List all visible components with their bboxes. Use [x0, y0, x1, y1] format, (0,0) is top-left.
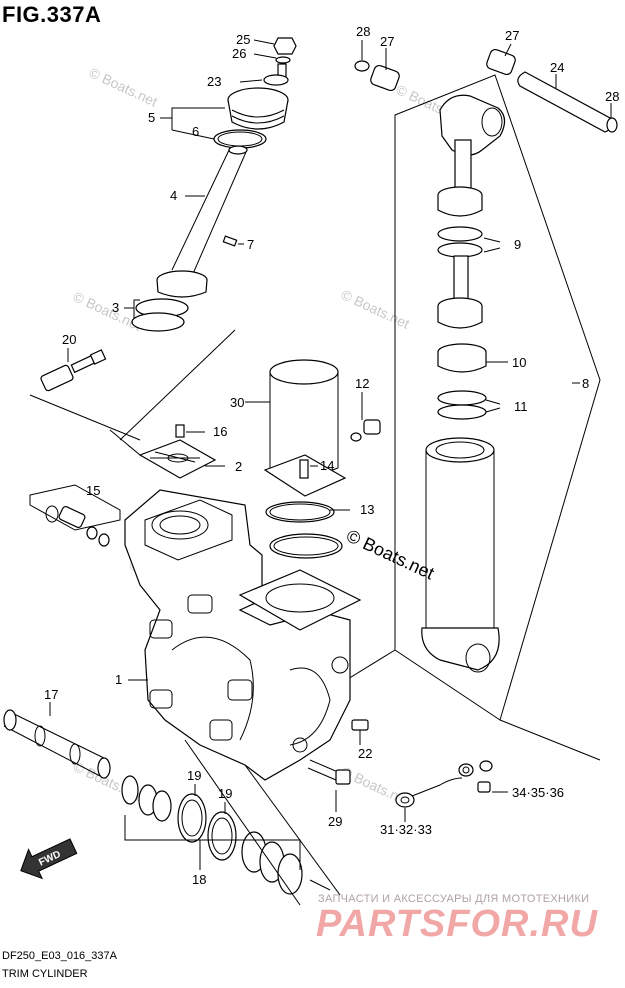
callout-18: 18: [192, 872, 206, 887]
cylinder-cap: [160, 87, 289, 149]
callout-16: 16: [213, 424, 227, 439]
watermark-large: © Boats.net: [343, 525, 437, 583]
figure-title: FIG.337A: [2, 2, 102, 27]
cylinder-assembly-8: [354, 40, 618, 673]
callout-26: 26: [232, 46, 246, 61]
callout-27a: 27: [380, 34, 394, 49]
callout-24: 24: [550, 60, 564, 75]
plug-12: [350, 392, 381, 442]
ring-set-18-19: [121, 775, 331, 895]
callout-20: 20: [62, 332, 76, 347]
main-housing: [124, 489, 351, 781]
logo-subtitle: ЗАПЧАСТИ И АКСЕССУАРЫ ДЛЯ МОТОТЕХНИКИ: [318, 893, 590, 905]
callout-28a: 28: [356, 24, 370, 39]
callout-19a: 19: [187, 768, 201, 783]
callout-28b: 28: [605, 89, 619, 104]
bolt-22: [351, 719, 369, 745]
callout-2: 2: [235, 459, 242, 474]
callout-5: 5: [148, 110, 155, 125]
callout-6: 6: [192, 124, 199, 139]
watermark: © Boats.net: [71, 288, 144, 334]
callout-34-35-36: 34·35·36: [512, 785, 564, 800]
callout-3: 3: [112, 300, 119, 315]
watermark: © Boats.net: [339, 286, 412, 332]
callout-11: 11: [514, 399, 528, 414]
assembly-outline: [394, 74, 601, 721]
callout-9: 9: [514, 237, 521, 252]
plate-part-2: [109, 329, 236, 479]
bolt-29: [307, 759, 351, 812]
callout-31-32-33: 31·32·33: [380, 822, 432, 837]
diagram-name: TRIM CYLINDER: [2, 968, 88, 980]
callout-12: 12: [355, 376, 369, 391]
callout-10: 10: [512, 355, 526, 370]
callout-13: 13: [360, 502, 374, 517]
callout-14: 14: [320, 458, 334, 473]
callout-23: 23: [207, 74, 221, 89]
diagram-code: DF250_E03_016_337A: [2, 950, 117, 962]
callout-29: 29: [328, 814, 342, 829]
part-15-fitting: [29, 484, 121, 547]
callout-30: 30: [230, 395, 244, 410]
callout-25: 25: [236, 32, 250, 47]
callout-17: 17: [44, 687, 58, 702]
callout-7: 7: [247, 237, 254, 252]
callout-8: 8: [582, 376, 589, 391]
shaft-17: [3, 702, 111, 779]
callout-labels: 25 26 23 5 6 4 7 3 20 16 2 15 1 17 19 19…: [44, 24, 619, 887]
fwd-arrow: FWD: [20, 838, 78, 880]
callout-4: 4: [170, 188, 177, 203]
callout-1: 1: [115, 672, 122, 687]
callout-15: 15: [86, 483, 100, 498]
bolt-stack: [239, 37, 297, 86]
reservoir: [238, 359, 362, 631]
callout-27b: 27: [505, 28, 519, 43]
watermark: © Boats.net: [87, 64, 160, 110]
cylinder-tube: [124, 145, 248, 332]
callout-19b: 19: [218, 786, 232, 801]
logo-brand: PARTSFOR.RU: [316, 903, 598, 945]
callout-22: 22: [358, 746, 372, 761]
valve-part-20: [29, 348, 141, 441]
lead-wire: [395, 760, 508, 822]
